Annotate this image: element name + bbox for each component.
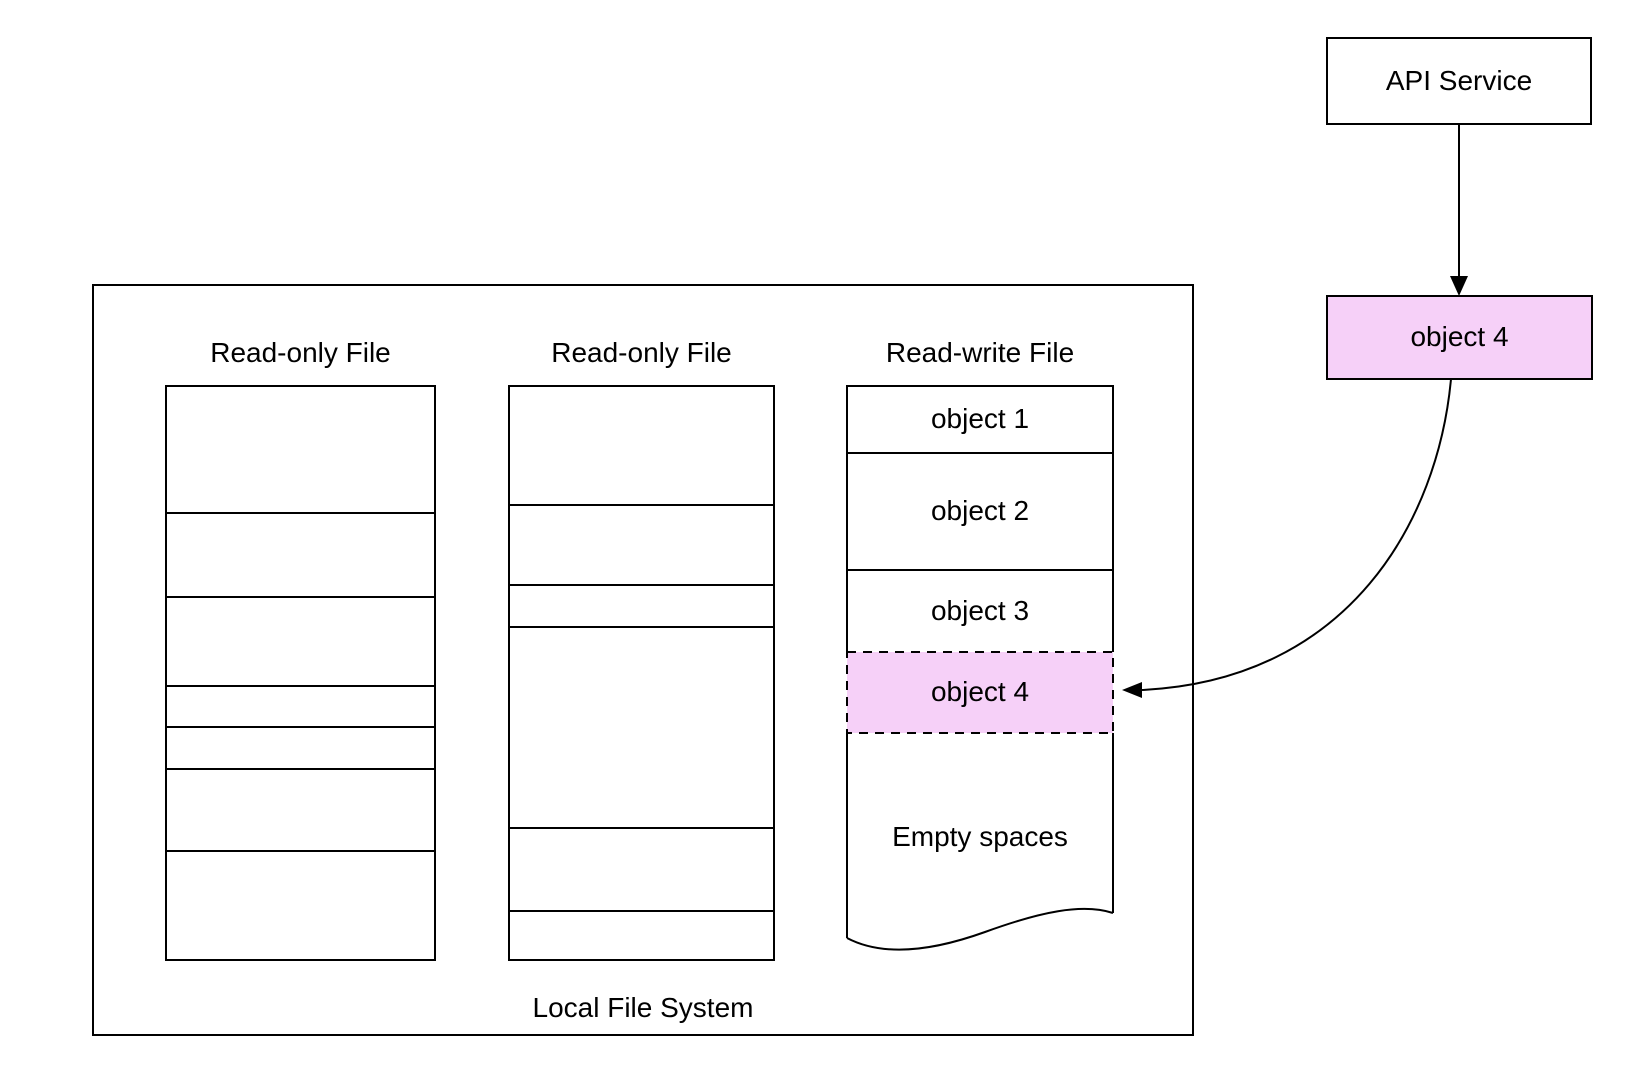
read-write-file bbox=[846, 385, 1114, 951]
object-4-slot-highlight bbox=[846, 651, 1114, 734]
incoming-object-box bbox=[1326, 295, 1593, 380]
arrowhead-down-icon bbox=[1450, 276, 1468, 296]
read-only-file-1-box bbox=[165, 385, 436, 961]
read-write-file-outline-top bbox=[846, 385, 1114, 652]
api-service-box bbox=[1326, 37, 1592, 125]
local-file-system-box bbox=[92, 284, 1194, 1036]
read-only-file-1 bbox=[165, 385, 436, 961]
object-insert-arrow-curve bbox=[1141, 378, 1452, 691]
object-insert-arrow bbox=[1122, 378, 1452, 698]
arrowhead-left-icon bbox=[1122, 682, 1142, 698]
read-only-file-2 bbox=[508, 385, 775, 961]
api-to-object-arrow bbox=[1450, 124, 1468, 296]
read-write-file-wavy-bottom bbox=[846, 907, 1114, 951]
read-only-file-2-box bbox=[508, 385, 775, 961]
